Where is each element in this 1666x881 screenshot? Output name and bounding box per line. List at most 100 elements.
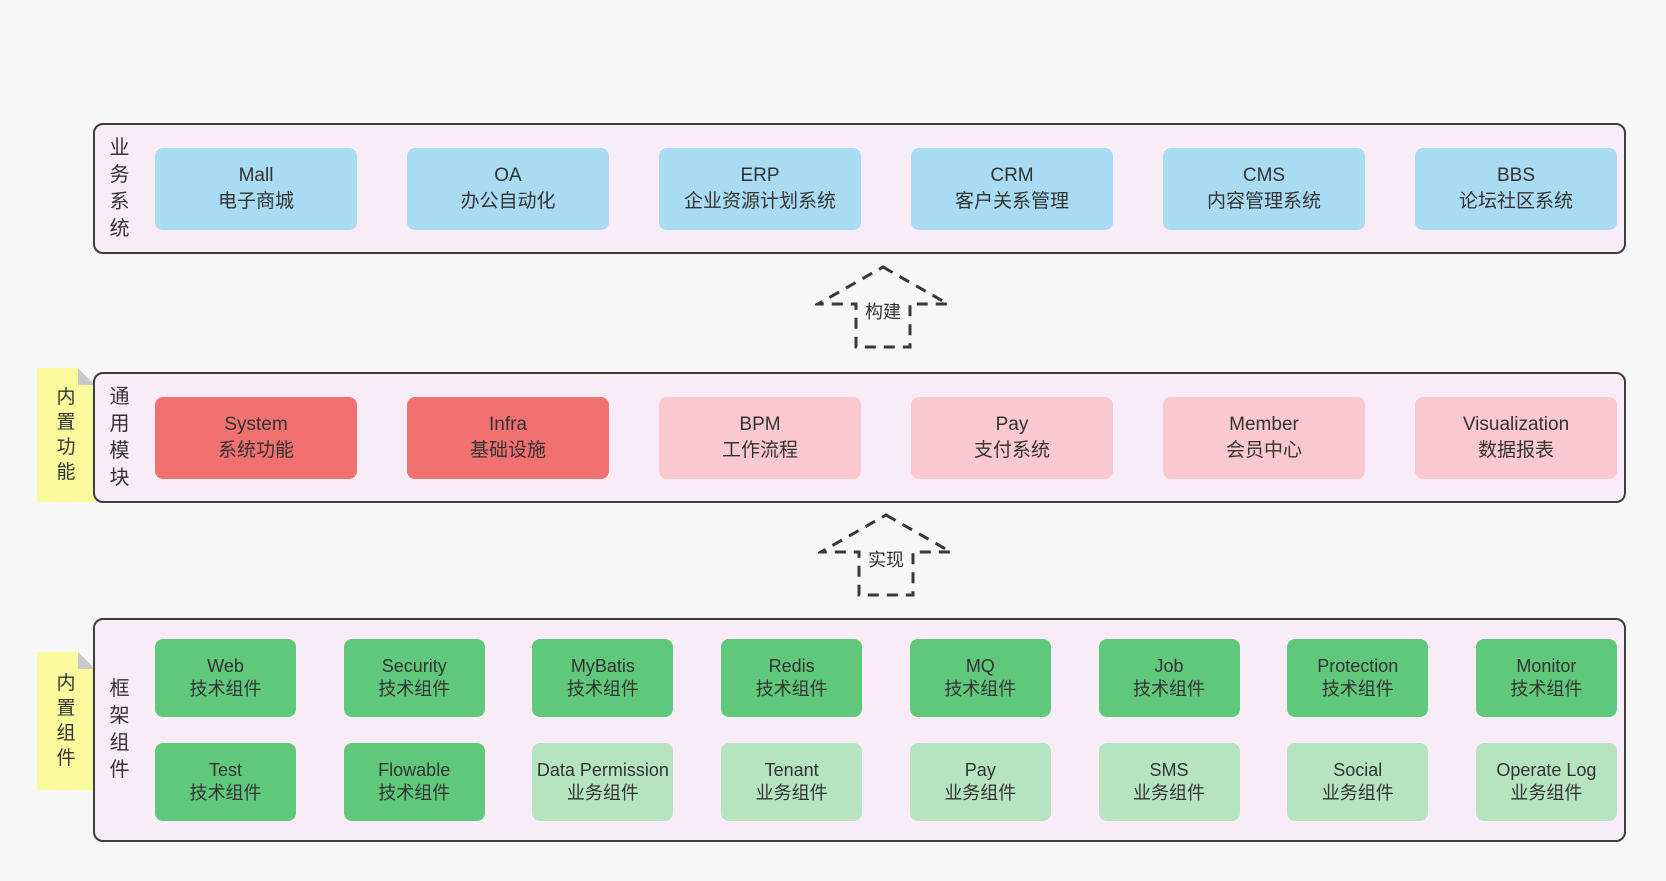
up-arrow-icon (818, 513, 954, 597)
box-subtitle: 会员中心 (1225, 439, 1302, 461)
modules-box-row: System 系统功能 Infra 基础设施 BPM 工作流程 Pay 支付系统… (155, 396, 1617, 479)
box-title: Web (207, 656, 244, 676)
box-operate-log: Operate Log 业务组件 (1475, 743, 1617, 821)
arrow-label: 构建 (860, 300, 906, 324)
box-title: System (224, 413, 288, 435)
box-sms: SMS 业务组件 (1098, 743, 1240, 821)
box-subtitle: 数据报表 (1477, 439, 1554, 461)
section-common-modules: 通用模块 System 系统功能 Infra 基础设施 BPM 工作流程 Pay… (93, 372, 1626, 503)
box-oa: OA 办公自动化 (407, 147, 609, 230)
box-protection: Protection 技术组件 (1287, 639, 1429, 717)
box-subtitle: 基础设施 (469, 439, 546, 461)
box-subtitle: 业务组件 (944, 783, 1017, 803)
box-subtitle: 支付系统 (973, 439, 1050, 461)
box-title: Security (381, 656, 447, 676)
box-subtitle: 技术组件 (189, 679, 262, 699)
box-subtitle: 技术组件 (1510, 679, 1583, 699)
box-title: SMS (1149, 760, 1189, 780)
box-subtitle: 技术组件 (189, 783, 262, 803)
box-subtitle: 技术组件 (1133, 679, 1206, 699)
box-title: Member (1229, 413, 1299, 435)
box-crm: CRM 客户关系管理 (911, 147, 1113, 230)
sticky-note-text: 内置功能 (56, 387, 76, 483)
box-mall: Mall 电子商城 (155, 147, 357, 230)
box-subtitle: 客户关系管理 (954, 190, 1069, 212)
box-title: Flowable (378, 760, 451, 780)
box-security: Security 技术组件 (343, 639, 485, 717)
business-box-row: Mall 电子商城 OA 办公自动化 ERP 企业资源计划系统 CRM 客户关系… (155, 147, 1617, 230)
box-bpm: BPM 工作流程 (659, 396, 861, 479)
box-erp: ERP 企业资源计划系统 (659, 147, 861, 230)
components-box-rows: Web 技术组件 Security 技术组件 MyBatis 技术组件 Redi… (155, 620, 1617, 840)
box-title: MQ (965, 656, 995, 676)
box-subtitle: 技术组件 (755, 679, 828, 699)
box-title: MyBatis (570, 656, 635, 676)
arrow-label: 实现 (863, 548, 909, 572)
box-subtitle: 企业资源计划系统 (683, 190, 836, 212)
section-label-components: 框架组件 (109, 678, 130, 781)
box-subtitle: 业务组件 (1510, 783, 1583, 803)
box-tenant: Tenant 业务组件 (721, 743, 863, 821)
box-member: Member 会员中心 (1163, 396, 1365, 479)
box-system: System 系统功能 (155, 396, 357, 479)
box-pay-system: Pay 支付系统 (911, 396, 1113, 479)
box-subtitle: 系统功能 (217, 439, 294, 461)
components-row-2: Test 技术组件 Flowable 技术组件 Data Permission … (155, 743, 1617, 821)
box-subtitle: 技术组件 (1321, 679, 1394, 699)
box-subtitle: 论坛社区系统 (1458, 190, 1573, 212)
box-title: Pay (995, 413, 1029, 435)
box-subtitle: 内容管理系统 (1206, 190, 1321, 212)
box-visualization: Visualization 数据报表 (1415, 396, 1617, 479)
sticky-note-builtin-components: 内置组件 (37, 652, 95, 790)
box-mq: MQ 技术组件 (909, 639, 1051, 717)
box-cms: CMS 内容管理系统 (1163, 147, 1365, 230)
box-title: ERP (740, 164, 780, 186)
folded-corner-icon (78, 652, 95, 669)
box-monitor: Monitor 技术组件 (1475, 639, 1617, 717)
section-framework-components: 框架组件 Web 技术组件 Security 技术组件 MyBatis 技术组件… (93, 618, 1626, 842)
box-title: Visualization (1462, 413, 1570, 435)
box-subtitle: 工作流程 (721, 439, 798, 461)
sticky-note-builtin-features: 内置功能 (37, 368, 95, 502)
box-title: Test (208, 760, 242, 780)
sticky-note-text: 内置组件 (56, 673, 76, 769)
box-social: Social 业务组件 (1287, 743, 1429, 821)
box-subtitle: 技术组件 (378, 679, 451, 699)
box-subtitle: 电子商城 (217, 190, 294, 212)
arrow-implement: 实现 (818, 512, 954, 598)
box-title: Social (1333, 760, 1383, 780)
box-title: Job (1154, 656, 1184, 676)
up-arrow-icon (815, 265, 951, 349)
box-flowable: Flowable 技术组件 (343, 743, 485, 821)
box-subtitle: 业务组件 (1133, 783, 1206, 803)
box-title: Redis (768, 656, 815, 676)
box-subtitle: 技术组件 (944, 679, 1017, 699)
box-mybatis: MyBatis 技术组件 (532, 639, 674, 717)
box-title: Mall (238, 164, 274, 186)
box-subtitle: 技术组件 (566, 679, 639, 699)
box-redis: Redis 技术组件 (721, 639, 863, 717)
box-bbs: BBS 论坛社区系统 (1415, 147, 1617, 230)
box-title: Monitor (1516, 656, 1577, 676)
box-title: Protection (1317, 656, 1399, 676)
box-pay-component: Pay 业务组件 (909, 743, 1051, 821)
box-title: OA (494, 164, 522, 186)
box-test: Test 技术组件 (155, 743, 296, 821)
box-title: Tenant (764, 760, 819, 780)
box-web: Web 技术组件 (155, 639, 296, 717)
box-subtitle: 技术组件 (378, 783, 451, 803)
arrow-build: 构建 (815, 264, 951, 350)
box-infra: Infra 基础设施 (407, 396, 609, 479)
box-title: BPM (739, 413, 781, 435)
section-business-systems: 业务系统 Mall 电子商城 OA 办公自动化 ERP 企业资源计划系统 CRM… (93, 123, 1626, 254)
section-label-business: 业务系统 (109, 136, 130, 240)
box-subtitle: 业务组件 (755, 783, 828, 803)
box-title: Operate Log (1496, 760, 1597, 780)
box-job: Job 技术组件 (1098, 639, 1240, 717)
section-label-modules: 通用模块 (109, 385, 130, 489)
components-row-1: Web 技术组件 Security 技术组件 MyBatis 技术组件 Redi… (155, 639, 1617, 717)
box-subtitle: 办公自动化 (460, 190, 556, 212)
box-subtitle: 业务组件 (566, 783, 639, 803)
box-title: Infra (488, 413, 528, 435)
box-title: CMS (1242, 164, 1286, 186)
